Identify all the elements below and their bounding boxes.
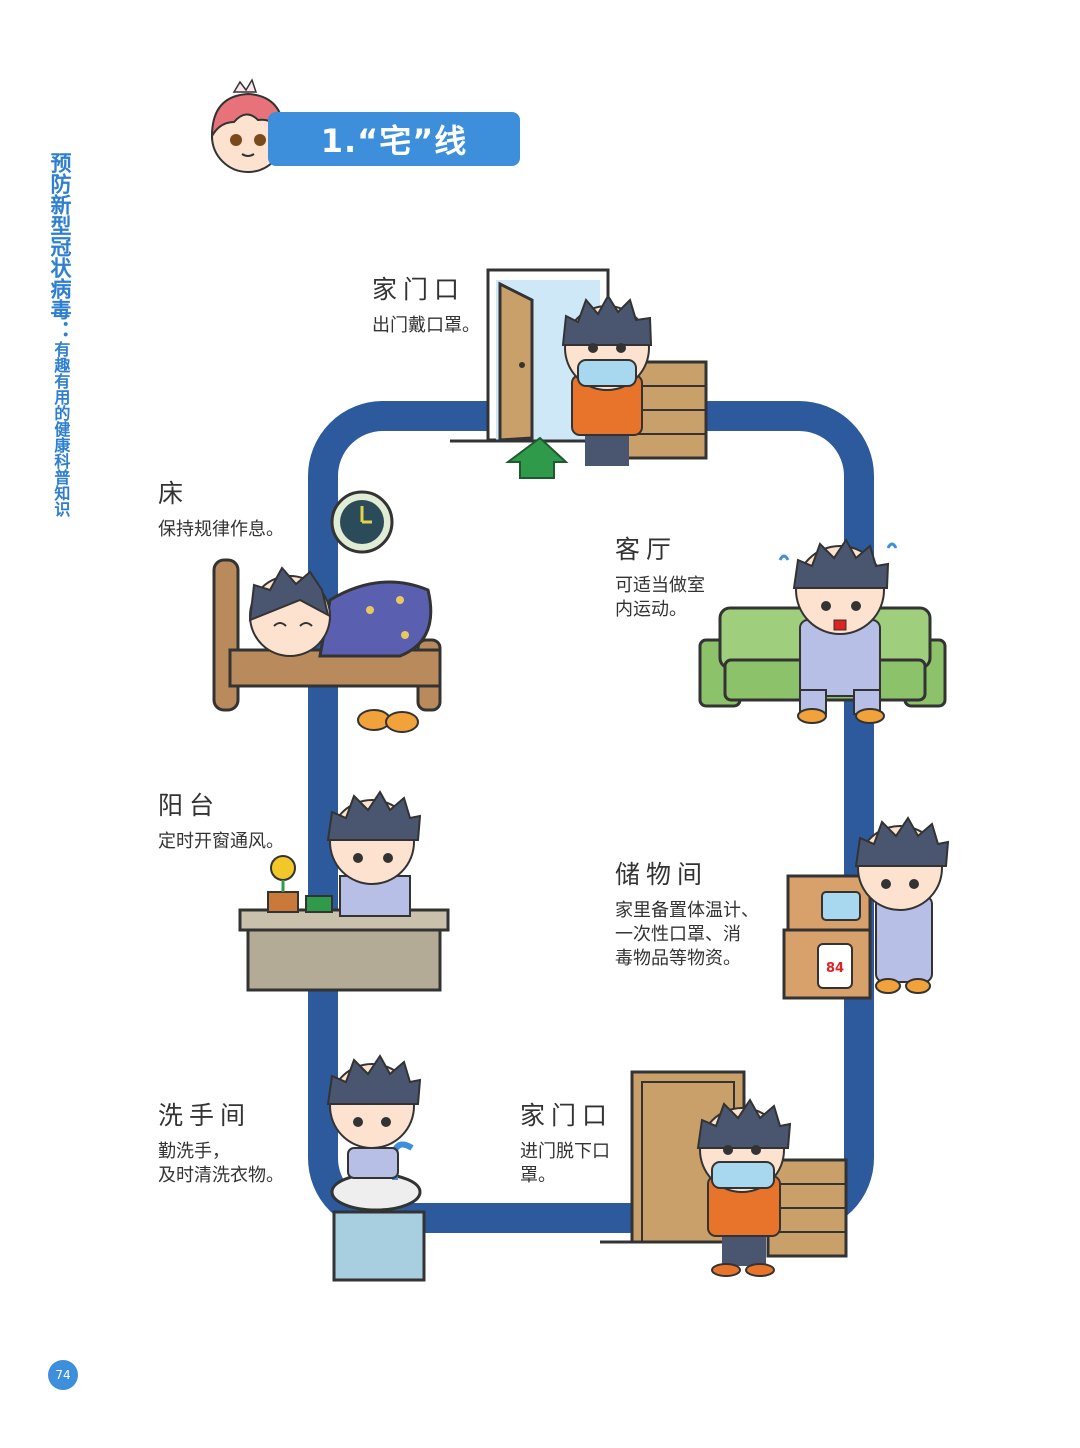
front-door-exit-illustration bbox=[450, 268, 708, 479]
living-room-illustration bbox=[698, 538, 947, 724]
room-desc-line: 家里备置体温计、 bbox=[615, 900, 759, 921]
side-title: 预防新型冠状病毒： 有趣有用的健康科普知识 bbox=[44, 152, 76, 517]
room-title: 客厅 bbox=[615, 535, 678, 564]
balcony-illustration bbox=[238, 790, 450, 992]
front-door-enter-illustration bbox=[600, 1070, 848, 1277]
section-title: 1.“宅”线 bbox=[320, 122, 468, 160]
room-label-bed: 床 保持规律作息。 bbox=[158, 474, 284, 542]
room-desc-line: 可适当做室 bbox=[615, 575, 705, 596]
room-label-front-door-enter: 家门口 进门脱下口 罩。 bbox=[520, 1096, 613, 1188]
room-label-living-room: 客厅 可适当做室 内运动。 bbox=[615, 530, 705, 622]
room-desc-line: 定时开窗通风。 bbox=[158, 831, 284, 852]
room-desc-line: 出门戴口罩。 bbox=[372, 315, 480, 336]
room-title: 家门口 bbox=[520, 1101, 614, 1130]
room-desc-line: 勤洗手， bbox=[158, 1141, 230, 1162]
room-label-washroom: 洗手间 勤洗手， 及时清洗衣物。 bbox=[158, 1096, 284, 1188]
bed-illustration bbox=[212, 490, 442, 733]
room-label-balcony: 阳台 定时开窗通风。 bbox=[158, 786, 284, 854]
side-title-sub: 有趣有用的健康科普知识 bbox=[51, 341, 71, 517]
room-label-storage-room: 储物间 家里备置体温计、 一次性口罩、消 毒物品等物资。 bbox=[615, 855, 759, 971]
room-label-front-door-exit: 家门口 出门戴口罩。 bbox=[372, 270, 480, 338]
side-title-main: 预防新型冠状病毒： bbox=[48, 152, 73, 341]
storage-room-illustration: 84 bbox=[782, 816, 950, 1000]
room-desc-line: 毒物品等物资。 bbox=[615, 948, 741, 969]
room-title: 阳台 bbox=[158, 791, 221, 820]
room-desc-line: 罩。 bbox=[520, 1165, 556, 1186]
room-title: 床 bbox=[158, 479, 190, 508]
section-title-banner: 1.“宅”线 bbox=[268, 112, 520, 166]
room-title: 家门口 bbox=[372, 275, 466, 304]
room-desc-line: 一次性口罩、消 bbox=[615, 924, 741, 945]
room-desc-line: 内运动。 bbox=[615, 599, 687, 620]
disinfectant-label: 84 bbox=[826, 961, 844, 976]
mask-box-icon bbox=[821, 891, 861, 921]
room-desc-line: 保持规律作息。 bbox=[158, 519, 284, 540]
page-number-badge: 74 bbox=[48, 1360, 78, 1390]
page-number: 74 bbox=[55, 1368, 71, 1382]
room-title: 储物间 bbox=[615, 860, 709, 889]
disinfectant-bottle-icon bbox=[817, 943, 853, 989]
room-desc-line: 进门脱下口 bbox=[520, 1141, 610, 1162]
flower-icon bbox=[270, 855, 296, 881]
room-title: 洗手间 bbox=[158, 1101, 252, 1130]
room-desc-line: 及时清洗衣物。 bbox=[158, 1165, 284, 1186]
washroom-illustration bbox=[326, 1054, 426, 1282]
enter-arrow-icon bbox=[505, 436, 569, 479]
